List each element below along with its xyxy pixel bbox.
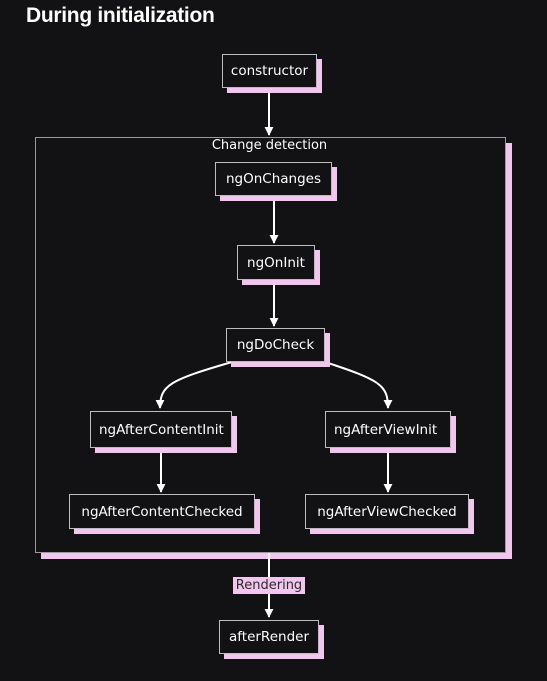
ng-do-check-node: ngDoCheck	[226, 328, 325, 362]
ng-on-init-node: ngOnInit	[237, 245, 315, 280]
after-render-node: afterRender	[219, 620, 319, 654]
rendering-edge-label: Rendering	[233, 577, 305, 594]
edge-ngdocheck-to-aftercontentinit	[155, 361, 233, 409]
ng-after-content-checked-node: ngAfterContentChecked	[69, 494, 255, 529]
change-detection-group	[35, 137, 506, 553]
ng-on-changes-node: ngOnChanges	[215, 162, 332, 196]
edge-ngdocheck-to-afterviewinit	[324, 361, 393, 409]
constructor-node: constructor	[222, 54, 317, 88]
change-detection-label: Change detection	[211, 138, 328, 153]
ng-after-content-init-node: ngAfterContentInit	[90, 411, 232, 448]
ng-after-view-init-node: ngAfterViewInit	[325, 411, 451, 448]
diagram-title: During initialization	[26, 4, 215, 27]
ng-after-view-checked-node: ngAfterViewChecked	[305, 494, 469, 529]
